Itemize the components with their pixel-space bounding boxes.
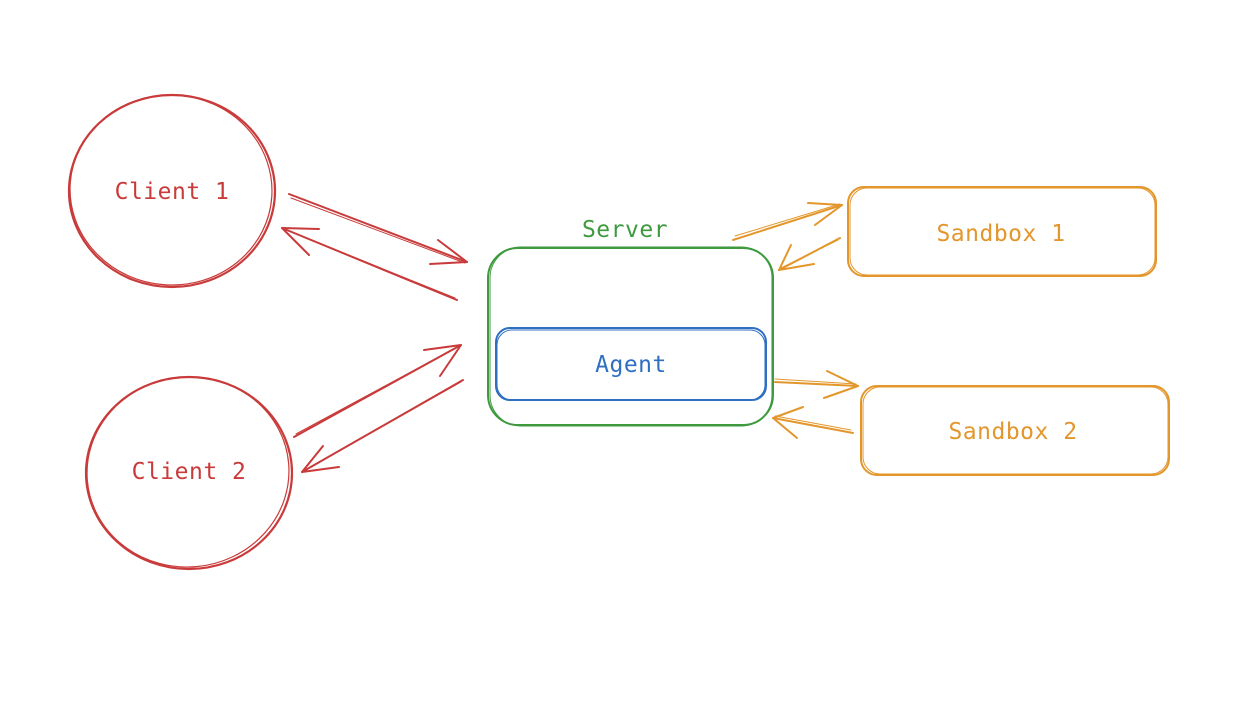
- sandbox-1-box: [847, 186, 1157, 277]
- client-1-label: Client 1: [115, 179, 230, 205]
- arrow-server-to-client2: [301, 379, 464, 473]
- client-2-circle-stroke2: [86, 376, 290, 568]
- client-1-node: Client 1: [67, 93, 277, 289]
- arrow-client1-to-server: [288, 193, 468, 265]
- sandbox-2-box: [860, 385, 1170, 476]
- arrow-server-to-client1: [281, 227, 458, 301]
- sandbox-2-label: Sandbox 2: [948, 419, 1077, 445]
- arrow-server-to-sandbox1: [732, 202, 843, 241]
- agent-box-stroke2: [496, 329, 766, 401]
- agent-label: Agent: [595, 352, 667, 378]
- server-label: Server: [582, 217, 668, 243]
- client-2-node: Client 2: [84, 375, 294, 571]
- server-box: [487, 247, 774, 426]
- server-box-stroke2: [489, 246, 773, 427]
- sandbox-1-box-stroke2: [849, 187, 1156, 276]
- agent-node: Agent: [495, 327, 767, 401]
- arrow-sandbox2-to-server: [772, 406, 854, 439]
- client-1-circle-stroke2: [69, 94, 273, 286]
- arrow-client2-to-server: [293, 344, 462, 438]
- arrow-sandbox1-to-server: [778, 237, 841, 271]
- sandbox-1-label: Sandbox 1: [936, 221, 1065, 247]
- client-2-label: Client 2: [132, 459, 247, 485]
- arrow-server-to-sandbox2: [774, 370, 859, 399]
- sandbox-1-node: Sandbox 1: [847, 186, 1157, 277]
- sandbox-2-node: Sandbox 2: [860, 385, 1170, 476]
- sandbox-2-box-stroke2: [862, 386, 1169, 475]
- server-node: Server: [487, 217, 774, 427]
